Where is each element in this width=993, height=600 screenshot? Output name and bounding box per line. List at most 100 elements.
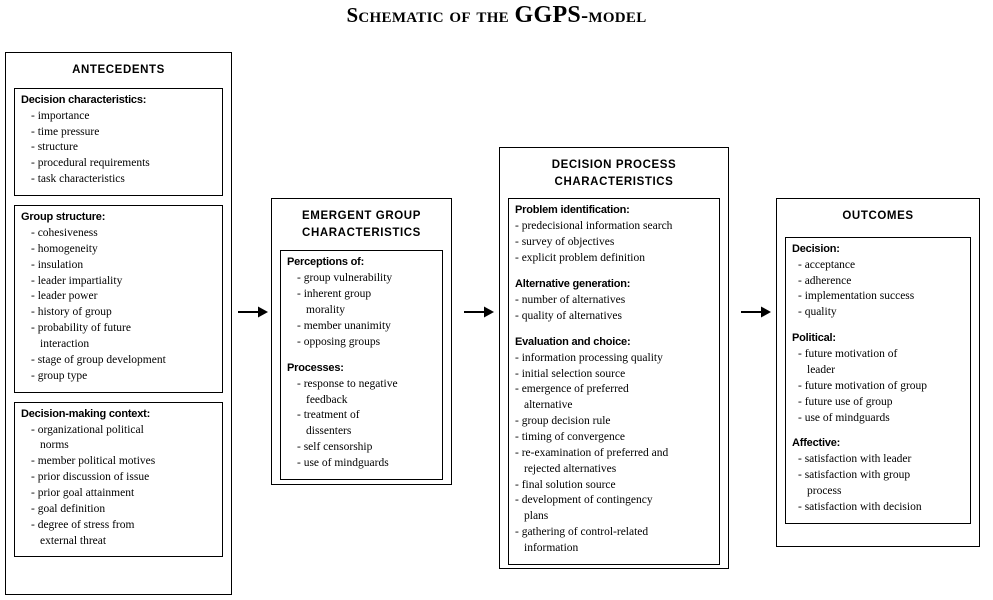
list-item: - group decision rule <box>515 415 611 428</box>
list-item: - time pressure <box>31 125 100 138</box>
box-process-title-line2: CHARACTERISTICS <box>554 175 674 188</box>
box-emergent-title-line2: CHARACTERISTICS <box>302 226 421 239</box>
section-head: Decision characteristics: <box>21 93 147 106</box>
section-item-list: - response to negative feedback - treatm… <box>287 377 436 472</box>
list-item: - leader power <box>31 290 98 303</box>
list-item: - use of mindguards <box>297 456 389 469</box>
list-item: - satisfaction with group process <box>798 469 911 498</box>
section-head: Decision-making context: <box>21 407 151 420</box>
list-item: - prior goal attainment <box>31 487 135 499</box>
list-item: - treatment of dissenters <box>297 409 360 438</box>
section-outcomes-content: Decision: - acceptance - adherence - imp… <box>785 236 971 524</box>
list-item: - development of contingency plans <box>515 494 653 523</box>
list-item: - structure <box>31 141 78 154</box>
box-emergent-group-characteristics: EMERGENT GROUP CHARACTERISTICS Perceptio… <box>271 198 452 485</box>
section-decision-making-context: Decision-making context: - organizationa… <box>14 401 223 558</box>
list-item: - member unanimity <box>297 319 391 332</box>
list-item: - goal definition <box>31 502 106 515</box>
list-item: - number of alternatives <box>515 293 626 306</box>
box-outcomes-title: OUTCOMES <box>842 210 914 222</box>
list-item: - future motivation of leader <box>798 348 898 376</box>
list-item: - future motivation of group <box>798 379 928 392</box>
title-emphasis: GGPS <box>514 2 582 28</box>
list-item: - response to negative feedback <box>297 377 398 406</box>
list-item: - satisfaction with leader <box>798 453 912 466</box>
list-item: - insulation <box>31 258 84 271</box>
page-title: Schematic of the GGPS-model <box>0 2 993 29</box>
list-item: - quality of alternatives <box>515 309 622 322</box>
section-item-list: - group vulnerability - inherent group m… <box>287 271 436 350</box>
list-item: - prior discussion of issue <box>31 471 150 484</box>
list-item: - history of group <box>31 306 112 319</box>
list-item: - timing of convergence <box>515 430 625 443</box>
list-item: - implementation success <box>798 290 915 303</box>
section-emergent-content: Perceptions of: - group vulnerability - … <box>280 250 443 480</box>
list-item: - task characteristics <box>31 173 125 186</box>
section-item-list: - acceptance - adherence - implementatio… <box>792 258 964 321</box>
list-item: - inherent group morality <box>297 288 372 317</box>
list-item: - probability of future interaction <box>31 322 131 350</box>
section-item-list: - satisfaction with leader - satisfactio… <box>792 452 964 515</box>
list-item: - self censorship <box>297 441 373 454</box>
section-head: Perceptions of: <box>287 256 365 269</box>
title-prefix: Schematic of the <box>346 3 515 27</box>
section-decision-characteristics: Decision characteristics: - importance -… <box>14 87 223 196</box>
list-item: - initial selection source <box>515 367 626 380</box>
list-item: - predecisional information search <box>515 220 673 233</box>
list-item: - adherence <box>798 274 852 287</box>
section-item-list: - organizational political norms - membe… <box>21 423 216 550</box>
section-head: Political: <box>792 332 836 345</box>
list-item: - group vulnerability <box>297 272 393 285</box>
section-item-list: - importance - time pressure - structure… <box>21 109 216 188</box>
list-item: - information processing quality <box>515 351 663 364</box>
section-group-structure: Group structure: - cohesiveness - homoge… <box>14 204 223 393</box>
list-item: - explicit problem definition <box>515 252 645 265</box>
box-process-title-line1: DECISION PROCESS <box>551 159 677 171</box>
section-item-list: - number of alternatives - quality of al… <box>515 293 713 325</box>
section-head: Problem identification: <box>515 204 630 217</box>
section-process-content: Problem identification: - predecisional … <box>508 198 720 565</box>
section-item-list: - cohesiveness - homogeneity - insulatio… <box>21 226 216 385</box>
list-item: - procedural requirements <box>31 157 150 170</box>
list-item: - homogeneity <box>31 242 98 255</box>
section-item-list: - predecisional information search - sur… <box>515 219 713 267</box>
list-item: - use of mindguards <box>798 411 890 424</box>
list-item: - re-examination of preferred and reject… <box>515 446 669 475</box>
list-item: - acceptance <box>798 258 856 271</box>
list-item: - stage of group development <box>31 353 166 366</box>
list-item: - leader impartiality <box>31 274 123 287</box>
list-item: - opposing groups <box>297 335 381 348</box>
list-item: - satisfaction with decision <box>798 500 922 513</box>
section-head: Processes: <box>287 361 344 374</box>
list-item: - final solution source <box>515 478 616 491</box>
list-item: - member political motives <box>31 455 156 468</box>
title-suffix: -model <box>581 3 647 27</box>
section-head: Evaluation and choice: <box>515 335 631 348</box>
section-head: Decision: <box>792 242 840 255</box>
list-item: - organizational political norms <box>31 423 144 452</box>
box-decision-process-characteristics: DECISION PROCESS CHARACTERISTICS Problem… <box>499 147 729 569</box>
list-item: - group type <box>31 369 88 382</box>
section-head: Alternative generation: <box>515 277 631 290</box>
section-head: Group structure: <box>21 210 106 223</box>
list-item: - gathering of control-related informati… <box>515 526 649 554</box>
list-item: - quality <box>798 306 837 319</box>
box-outcomes: OUTCOMES Decision: - acceptance - adhere… <box>776 198 980 547</box>
section-item-list: - information processing quality - initi… <box>515 351 713 557</box>
box-emergent-title-line1: EMERGENT GROUP <box>302 210 421 222</box>
box-emergent-title: EMERGENT GROUP CHARACTERISTICS <box>280 208 443 241</box>
section-item-list: - future motivation of leader - future m… <box>792 347 964 426</box>
list-item: - emergence of preferred alternative <box>515 383 629 412</box>
box-antecedents-title: ANTECEDENTS <box>72 64 165 76</box>
list-item: - future use of group <box>798 395 893 408</box>
list-item: - survey of objectives <box>515 236 615 249</box>
arrow-emergent-to-process <box>464 306 494 318</box>
box-antecedents: ANTECEDENTS Decision characteristics: - … <box>5 52 232 595</box>
list-item: - importance <box>31 109 90 122</box>
box-process-title: DECISION PROCESS CHARACTERISTICS <box>508 157 720 190</box>
list-item: - degree of stress from external threat <box>31 518 135 547</box>
arrow-antecedents-to-emergent <box>238 306 268 318</box>
arrow-process-to-outcomes <box>741 306 771 318</box>
section-head: Affective: <box>792 437 841 450</box>
list-item: - cohesiveness <box>31 226 98 239</box>
